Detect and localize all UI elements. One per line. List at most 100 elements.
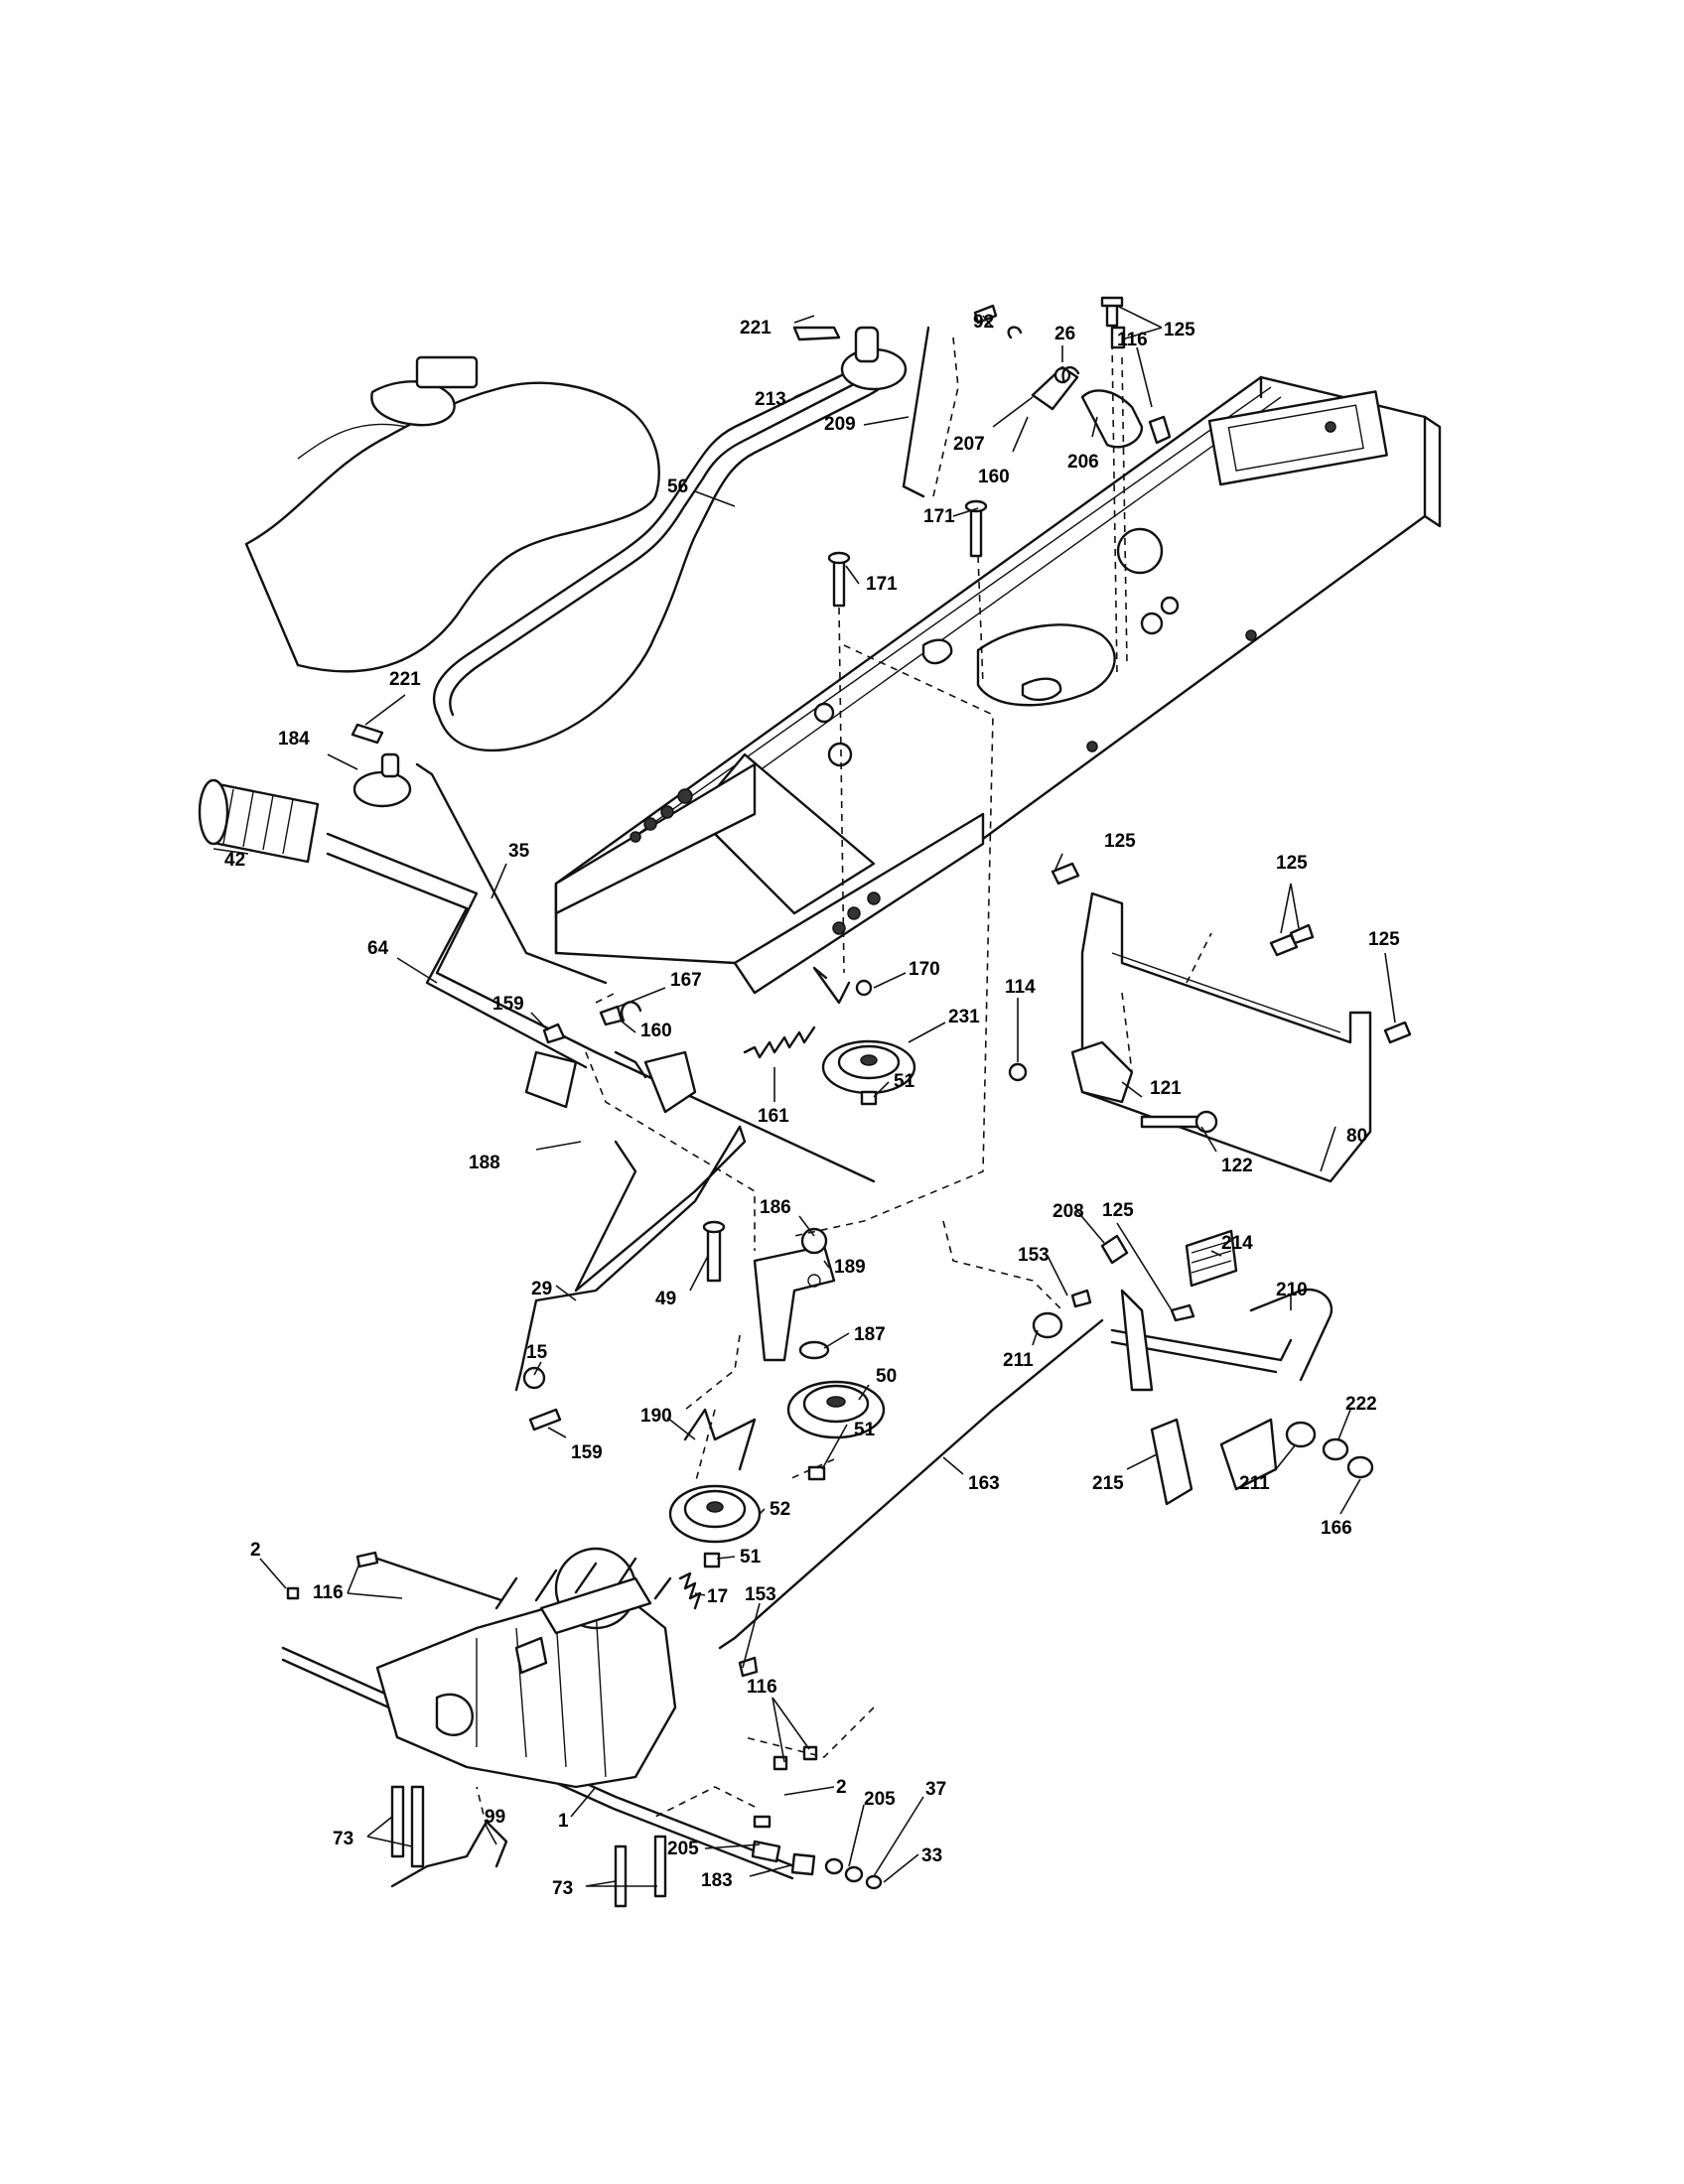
- callout-42: 42: [224, 850, 245, 871]
- lever-64b: [326, 852, 588, 1069]
- bolts-171: [827, 499, 988, 608]
- callout-121: 121: [1150, 1078, 1182, 1099]
- callout-221: 221: [389, 669, 421, 690]
- drive-belt: [432, 360, 891, 752]
- callout-26: 26: [1054, 324, 1075, 344]
- rod-35: [415, 762, 608, 985]
- spring-190: [683, 1408, 757, 1471]
- clip-167: [599, 1005, 624, 1026]
- callout-122: 122: [1221, 1156, 1253, 1176]
- callout-35: 35: [508, 841, 530, 862]
- knob-184: [351, 723, 412, 808]
- callout-49: 49: [655, 1289, 676, 1309]
- pulley-231: [812, 966, 916, 1106]
- callout-29: 29: [531, 1279, 552, 1299]
- spring-161: [743, 1025, 816, 1059]
- callout-80: 80: [1346, 1126, 1367, 1147]
- callout-208: 208: [1052, 1201, 1084, 1222]
- callout-125: 125: [1276, 853, 1308, 874]
- pulley-50: [786, 1340, 886, 1439]
- callout-171: 171: [923, 506, 955, 527]
- callout-171: 171: [866, 574, 898, 595]
- callout-50: 50: [876, 1366, 897, 1387]
- main-frame: [554, 375, 1442, 995]
- callout-labels: 221 213 92 26 125 116 209 207 206 160 56…: [224, 312, 1400, 1899]
- callout-52: 52: [770, 1499, 790, 1520]
- callout-211: 211: [1239, 1473, 1270, 1494]
- callout-17: 17: [707, 1586, 728, 1607]
- hood-shape: [244, 355, 660, 673]
- callout-leaders: [212, 305, 1396, 1887]
- callout-159: 159: [571, 1442, 603, 1463]
- transaxle: [281, 1547, 883, 1908]
- callout-125: 125: [1164, 320, 1195, 341]
- callout-116: 116: [747, 1677, 777, 1698]
- shift-rod: [902, 326, 930, 498]
- callout-167: 167: [670, 970, 702, 991]
- callout-205: 205: [864, 1789, 896, 1810]
- callout-190: 190: [640, 1406, 672, 1427]
- spring-17: [678, 1571, 702, 1610]
- callout-210: 210: [1276, 1280, 1308, 1300]
- callout-92: 92: [973, 312, 994, 333]
- callout-214: 214: [1221, 1233, 1253, 1254]
- callout-221: 221: [740, 318, 772, 339]
- callout-73: 73: [552, 1878, 573, 1899]
- callout-166: 166: [1321, 1518, 1352, 1539]
- callout-160: 160: [640, 1021, 672, 1041]
- rod-188: [574, 1125, 747, 1293]
- callout-207: 207: [953, 434, 985, 455]
- callout-215: 215: [1092, 1473, 1124, 1494]
- pulley-52: [668, 1484, 762, 1569]
- dashed-leaders: [476, 337, 1212, 1828]
- callout-51: 51: [740, 1547, 762, 1568]
- callout-51: 51: [894, 1071, 915, 1092]
- handle-grip: [198, 778, 320, 864]
- rod-163: [718, 1318, 1104, 1650]
- callout-186: 186: [760, 1197, 791, 1218]
- bolt-159b: [528, 1408, 562, 1432]
- callout-153: 153: [1018, 1245, 1050, 1266]
- callout-56: 56: [667, 477, 688, 497]
- pin-159a: [542, 1023, 566, 1044]
- callout-189: 189: [834, 1257, 866, 1278]
- callout-125: 125: [1102, 1200, 1134, 1221]
- callout-211: 211: [1003, 1350, 1034, 1371]
- bracket-assembly-top: [973, 296, 1172, 449]
- callout-2: 2: [250, 1540, 261, 1561]
- callout-170: 170: [909, 959, 940, 980]
- callout-153: 153: [745, 1584, 776, 1605]
- washer-15: [522, 1366, 546, 1390]
- callout-99: 99: [485, 1807, 505, 1828]
- callout-116: 116: [1117, 330, 1148, 350]
- callout-184: 184: [278, 729, 310, 750]
- callout-188: 188: [469, 1153, 500, 1173]
- callout-125: 125: [1368, 929, 1400, 950]
- callout-37: 37: [925, 1779, 946, 1800]
- callout-163: 163: [968, 1473, 1000, 1494]
- lever-bracket: [524, 1050, 697, 1114]
- callout-213: 213: [755, 389, 786, 410]
- callout-161: 161: [758, 1106, 789, 1127]
- callout-51: 51: [854, 1420, 876, 1440]
- callout-2: 2: [836, 1777, 847, 1798]
- callout-64: 64: [367, 938, 389, 959]
- rod-29: [514, 1125, 742, 1392]
- callout-205: 205: [667, 1839, 699, 1859]
- callout-73: 73: [333, 1829, 353, 1849]
- callout-125: 125: [1104, 831, 1136, 852]
- callout-1: 1: [558, 1811, 569, 1832]
- callout-33: 33: [921, 1845, 942, 1866]
- shift-knob: [792, 326, 908, 391]
- callout-114: 114: [1005, 977, 1036, 998]
- callout-187: 187: [854, 1324, 886, 1345]
- pedal-assembly: [1032, 1229, 1374, 1506]
- callout-15: 15: [526, 1342, 548, 1363]
- callout-231: 231: [948, 1007, 980, 1027]
- callout-209: 209: [824, 414, 856, 435]
- callout-116: 116: [313, 1582, 344, 1603]
- callout-183: 183: [701, 1870, 733, 1891]
- nut-51b: [807, 1465, 826, 1481]
- idler-arm: [702, 1220, 836, 1362]
